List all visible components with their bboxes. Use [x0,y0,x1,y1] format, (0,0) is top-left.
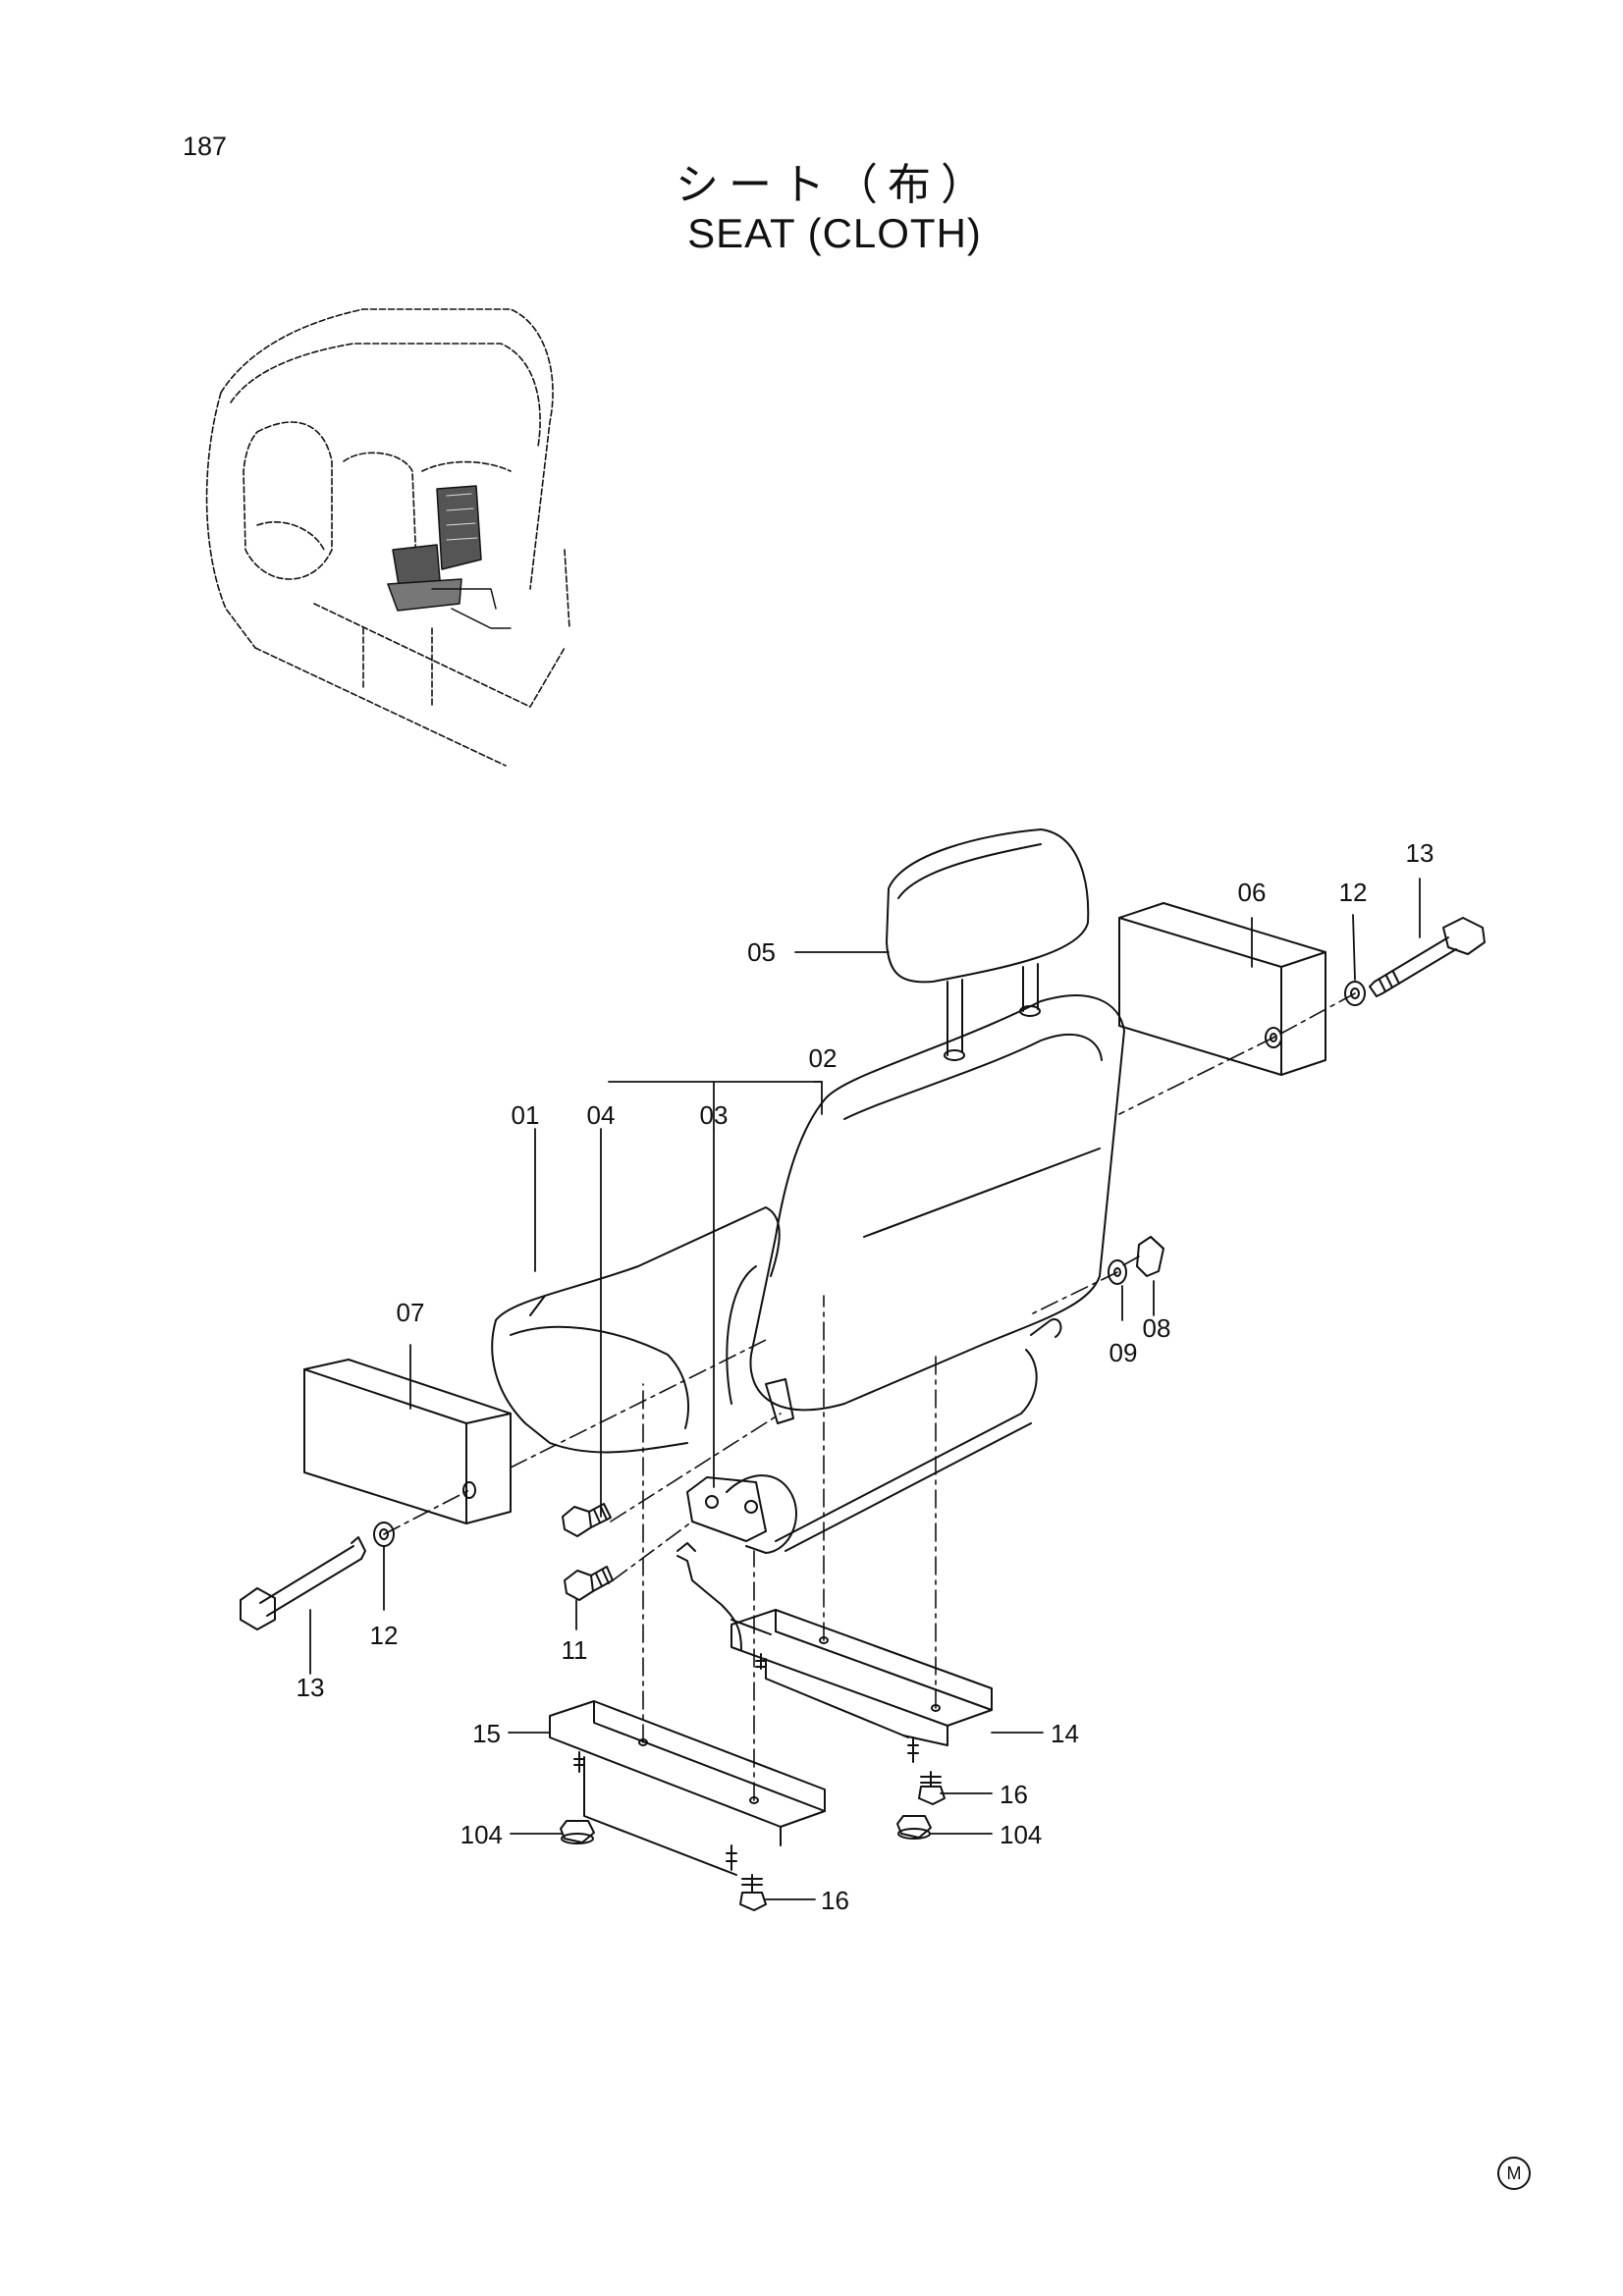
callout-04: 04 [587,1100,616,1130]
callout-12-right: 12 [1339,878,1368,907]
bolt-part-13-right [1369,917,1486,997]
callout-13-left: 13 [297,1673,325,1702]
manufacturer-mark: M [1497,2157,1531,2190]
washer-part-12-left [373,1522,395,1547]
cab-seat-highlight [387,485,512,629]
callout-01: 01 [512,1100,540,1130]
callout-104-right: 104 [1000,1820,1042,1849]
seat-base-part-03 [686,1318,1062,1554]
bolt-part-16-right [918,1771,946,1805]
washer-part-12-right [1344,981,1366,1006]
flange-nut-part-104-left [560,1820,595,1844]
washer-part-09 [1108,1259,1127,1285]
callout-09: 09 [1109,1338,1138,1367]
callout-16-right: 16 [1000,1780,1028,1809]
cap-nut-part-08 [1136,1236,1164,1277]
title-japanese: シート（布） [676,160,994,210]
callout-13-right: 13 [1406,838,1434,868]
callout-15: 15 [472,1719,501,1748]
callout-05: 05 [747,937,776,967]
cab-overview-illustration [205,308,570,767]
callout-02: 02 [809,1043,838,1073]
callout-16-bottom: 16 [821,1886,849,1915]
armrest-part-06 [1118,902,1326,1076]
headrest-part-05 [886,828,1090,1061]
callout-12-left: 12 [370,1621,399,1650]
bolt-part-04 [562,1503,612,1537]
callout-104-left: 104 [460,1820,503,1849]
seat-back-part-02 [726,994,1125,1412]
page-number: 187 [183,132,228,161]
callout-08: 08 [1143,1313,1171,1343]
callout-14: 14 [1051,1719,1079,1748]
callout-03: 03 [700,1100,729,1130]
bolt-part-13-left [240,1536,366,1630]
slide-rail-part-15 [549,1700,826,1876]
callout-leader-lines [309,878,1421,1900]
callout-07: 07 [397,1298,425,1327]
bolt-part-11 [564,1566,614,1601]
slide-rail-part-14 [730,1609,993,1763]
callout-06: 06 [1238,878,1267,907]
flange-nut-part-104-right [896,1815,932,1840]
seat-cushion-part-01 [491,1206,781,1454]
wire-harness [676,1542,772,1650]
assembly-center-lines [383,992,1356,1801]
callout-11: 11 [562,1635,588,1665]
armrest-part-07 [303,1359,512,1524]
title-english: SEAT (CLOTH) [687,210,982,256]
bolt-part-16-bottom [739,1874,767,1911]
